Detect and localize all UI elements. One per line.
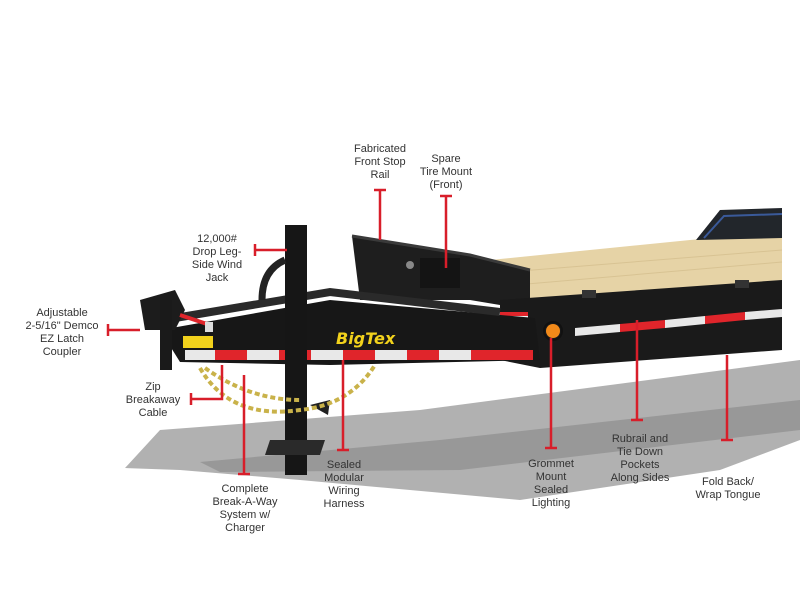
callout-breakaway-cable: Zip Breakaway Cable <box>125 381 181 419</box>
safety-chains <box>198 363 377 414</box>
callout-spare-tire-mount: Spare Tire Mount (Front) <box>419 153 473 191</box>
drop-leg-jack <box>285 225 307 475</box>
callout-drop-leg-jack: 12,000# Drop Leg- Side Wind Jack <box>191 233 243 284</box>
tongue-reflective-tape <box>185 350 533 360</box>
fold-back-tongue <box>696 208 782 240</box>
callout-coupler: Adjustable 2-5/16" Demco EZ Latch Couple… <box>25 307 99 358</box>
callout-breakaway-system: Complete Break-A-Way System w/ Charger <box>212 483 278 534</box>
callout-front-stop-rail: Fabricated Front Stop Rail <box>354 143 406 181</box>
brand-logo: BigTex <box>336 329 396 348</box>
callout-rubrail-pockets: Rubrail and Tie Down Pockets Along Sides <box>610 433 670 484</box>
callout-wiring-harness: Sealed Modular Wiring Harness <box>323 459 365 510</box>
callout-fold-back-tongue: Fold Back/ Wrap Tongue <box>695 476 761 501</box>
tongue-frame <box>160 300 540 365</box>
side-reflective-tape <box>575 309 782 336</box>
marker-light <box>546 324 560 338</box>
callout-lines <box>106 188 733 476</box>
spare-tire-mount <box>420 258 460 288</box>
callout-grommet-lighting: Grommet Mount Sealed Lighting <box>528 458 574 509</box>
